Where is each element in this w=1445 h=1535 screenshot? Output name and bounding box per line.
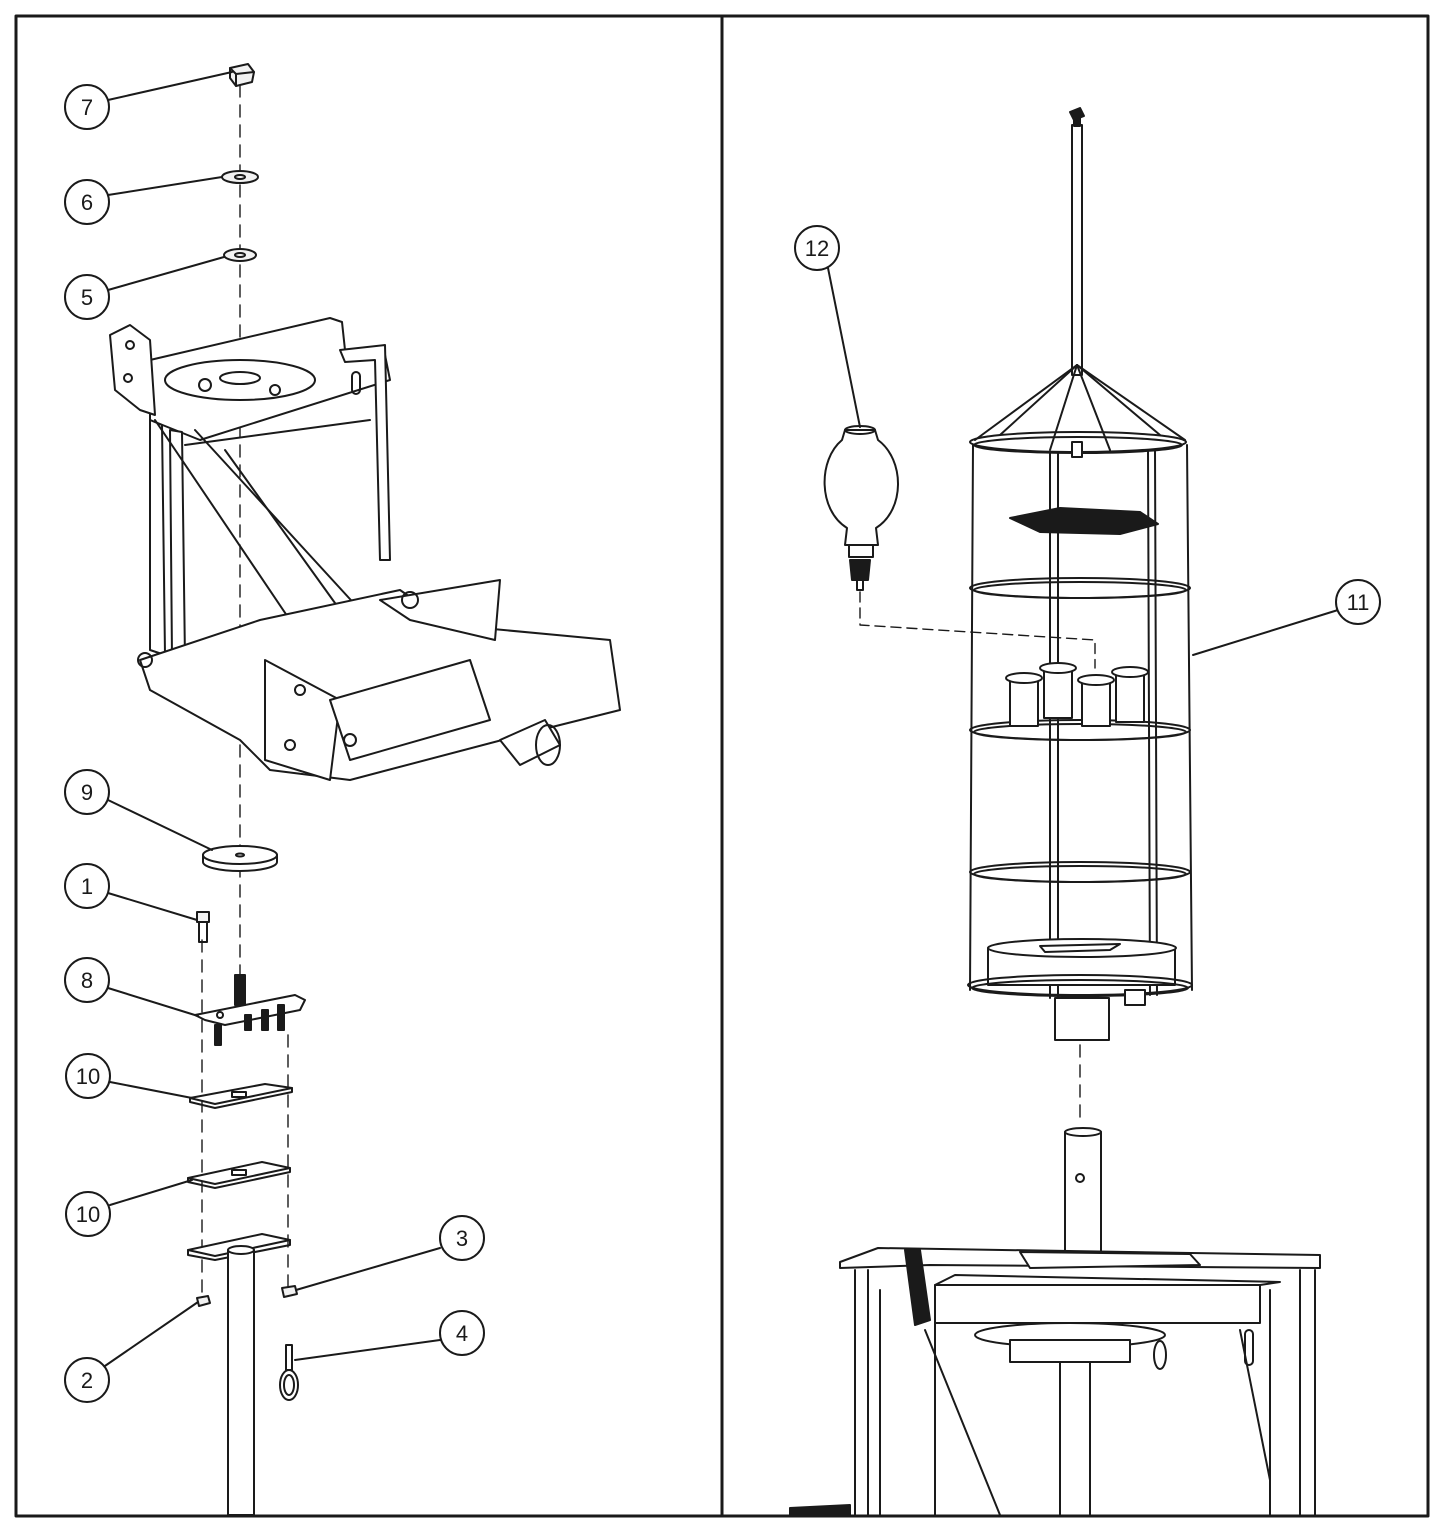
callout-1: 1 xyxy=(64,863,110,909)
callout-9-label: 9 xyxy=(81,780,93,805)
callout-8: 8 xyxy=(64,957,110,1003)
callout-7-label: 7 xyxy=(81,95,93,120)
callout-10-lower: 10 xyxy=(65,1191,111,1237)
callout-2: 2 xyxy=(64,1357,110,1403)
callouts xyxy=(101,71,1339,1369)
part-3-nut xyxy=(281,1285,298,1298)
part-5-washer xyxy=(223,248,257,262)
part-8-mount xyxy=(194,974,306,1046)
callout-3: 3 xyxy=(439,1215,485,1261)
callout-10-lower-label: 10 xyxy=(76,1202,100,1227)
part-10-plate-lower xyxy=(187,1161,291,1189)
part-12-bulb xyxy=(823,425,899,591)
callout-12-label: 12 xyxy=(805,236,829,261)
callout-10-upper: 10 xyxy=(65,1053,111,1099)
callout-7: 7 xyxy=(64,84,110,130)
part-2-nut xyxy=(196,1295,211,1307)
left-assembly xyxy=(109,63,621,1516)
part-10-plate-upper xyxy=(189,1083,293,1109)
part-4-eyebolt xyxy=(279,1344,299,1401)
callout-11: 11 xyxy=(1335,579,1381,625)
part-9-plate xyxy=(202,845,278,872)
callout-4-label: 4 xyxy=(456,1321,468,1346)
top-rod xyxy=(1069,107,1085,376)
callout-1-label: 1 xyxy=(81,874,93,899)
callout-9: 9 xyxy=(64,769,110,815)
callout-6: 6 xyxy=(64,179,110,225)
part-11-cage xyxy=(967,364,1193,1041)
callout-4: 4 xyxy=(439,1310,485,1356)
pole-base xyxy=(187,1233,291,1516)
bulb-dashed-path xyxy=(859,591,1096,669)
callout-5-label: 5 xyxy=(81,285,93,310)
right-assembly xyxy=(789,107,1321,1516)
callout-12: 12 xyxy=(794,225,840,271)
part-6-washer xyxy=(221,170,259,184)
callout-11-label: 11 xyxy=(1347,590,1370,615)
bottom-frame xyxy=(789,1247,1321,1516)
part-1-bolt xyxy=(196,911,210,943)
receiving-tube xyxy=(1064,1127,1102,1263)
callout-3-label: 3 xyxy=(456,1226,468,1251)
callout-5: 5 xyxy=(64,274,110,320)
callout-8-label: 8 xyxy=(81,968,93,993)
part-7-nut xyxy=(229,63,255,87)
callout-10-upper-label: 10 xyxy=(76,1064,100,1089)
frame-assembly xyxy=(109,317,621,781)
callout-6-label: 6 xyxy=(81,190,93,215)
callout-2-label: 2 xyxy=(81,1368,93,1393)
